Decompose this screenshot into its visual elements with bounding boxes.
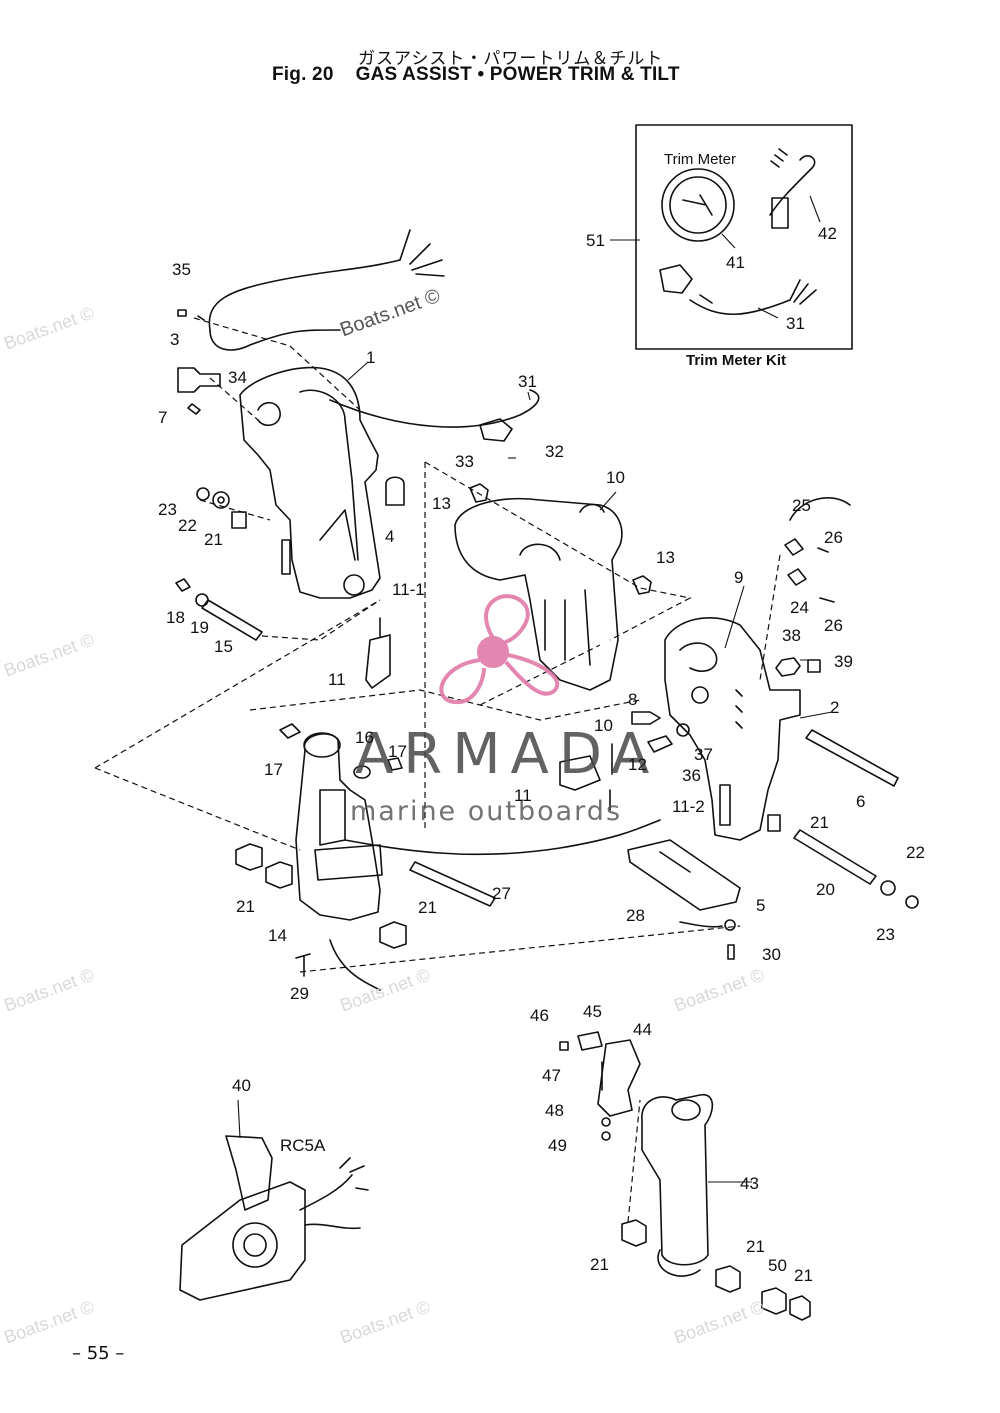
marine-watermark-text: marine outboards: [350, 796, 623, 827]
part-callout-6: 6: [856, 792, 866, 811]
armada-watermark-text: ARMADA: [355, 722, 660, 787]
part-callout-41: 41: [726, 253, 745, 272]
swivel-bracket: [454, 497, 623, 691]
part-callout-21: 21: [810, 813, 829, 832]
part-callout-16: 16: [355, 728, 374, 747]
trim-meter-label: Trim Meter: [664, 151, 736, 168]
part-callout-31: 31: [518, 372, 537, 391]
gas-assist-cylinder: [641, 1094, 714, 1266]
part-callout-46: 46: [530, 1006, 549, 1025]
part-callout-1: 1: [366, 348, 376, 367]
trim-meter-gauge: [661, 168, 735, 242]
part-callout-51: 51: [586, 231, 605, 250]
part-callout-21: 21: [590, 1255, 609, 1274]
part-callout-42: 42: [818, 224, 837, 243]
part-callout-37: 37: [694, 745, 713, 764]
part-callout-12: 12: [628, 755, 647, 774]
anode-plate: [627, 839, 741, 911]
part-callout-40: 40: [232, 1076, 251, 1095]
remote-model-label: RC5A: [280, 1136, 326, 1155]
part-callout-50: 50: [768, 1256, 787, 1275]
part-callout-49: 49: [548, 1136, 567, 1155]
part-callout-47: 47: [542, 1066, 561, 1085]
part-callout-39: 39: [834, 652, 853, 671]
part-callout-11: 11: [328, 670, 346, 689]
trim-meter-kit-caption: Trim Meter Kit: [686, 352, 787, 369]
part-callout-21: 21: [418, 898, 437, 917]
part-callout-17: 17: [388, 742, 407, 761]
part-callout-20: 20: [816, 880, 835, 899]
part-callout-45: 45: [583, 1002, 602, 1021]
figure-title: Fig. 20 GAS ASSIST • POWER TRIM & TILT: [272, 64, 680, 86]
tilt-shaft: [805, 729, 899, 787]
part-callout-3: 3: [170, 330, 180, 349]
part-callout-44: 44: [633, 1020, 652, 1039]
part-callout-2: 2: [830, 698, 840, 717]
part-callout-11: 11: [514, 786, 532, 805]
part-callout-36: 36: [682, 766, 701, 785]
page-number: – 55 –: [72, 1343, 125, 1364]
part-callout-7: 7: [158, 408, 168, 427]
part-callout-17: 17: [264, 760, 283, 779]
part-callout-22: 22: [178, 516, 197, 535]
part-callout-11-2: 11-2: [672, 797, 705, 816]
part-callout-11-1: 11-1: [392, 580, 425, 599]
part-callout-15: 15: [214, 637, 233, 656]
part-callout-9: 9: [734, 568, 744, 587]
part-callout-21: 21: [794, 1266, 813, 1285]
part-callout-48: 48: [545, 1101, 564, 1120]
part-callout-4: 4: [385, 527, 395, 546]
figure-number: Fig. 20: [272, 64, 334, 85]
figure-title-english: GAS ASSIST • POWER TRIM & TILT: [355, 64, 680, 85]
part-callout-14: 14: [268, 926, 287, 945]
part-callout-22: 22: [906, 843, 925, 862]
part-callout-43: 43: [740, 1174, 759, 1193]
part-callout-23: 23: [158, 500, 177, 519]
part-callout-26: 26: [824, 528, 843, 547]
part-callout-31: 31: [786, 314, 805, 333]
part-callout-30: 30: [762, 945, 781, 964]
part-callout-23: 23: [876, 925, 895, 944]
trim-meter-kit-box: [635, 124, 853, 350]
part-callout-38: 38: [782, 626, 801, 645]
remote-control-box: [179, 1181, 306, 1301]
part-callout-13: 13: [656, 548, 675, 567]
part-callout-26: 26: [824, 616, 843, 635]
part-callout-28: 28: [626, 906, 645, 925]
part-callout-34: 34: [228, 368, 247, 387]
part-callout-35: 35: [172, 260, 191, 279]
part-callout-21: 21: [204, 530, 223, 549]
figure-title-japanese: ガスアシスト・パワートリム＆チルト: [358, 49, 664, 69]
part-callout-32: 32: [545, 442, 564, 461]
stern-bracket-left: [239, 366, 381, 599]
part-callout-18: 18: [166, 608, 185, 627]
part-callout-19: 19: [190, 618, 209, 637]
part-callout-21: 21: [746, 1237, 765, 1256]
part-callout-13: 13: [432, 494, 451, 513]
part-callout-8: 8: [628, 690, 638, 709]
part-callout-25: 25: [792, 496, 811, 515]
part-callout-33: 33: [455, 452, 474, 471]
part-callout-21: 21: [236, 897, 255, 916]
part-callout-5: 5: [756, 896, 766, 915]
stern-bracket-right: [664, 617, 801, 841]
part-callout-10: 10: [606, 468, 625, 487]
part-callout-24: 24: [790, 598, 809, 617]
part-callout-10: 10: [594, 716, 613, 735]
power-trim-tilt-unit: [295, 733, 381, 921]
part-callout-27: 27: [492, 884, 511, 903]
part-callout-29: 29: [290, 984, 309, 1003]
